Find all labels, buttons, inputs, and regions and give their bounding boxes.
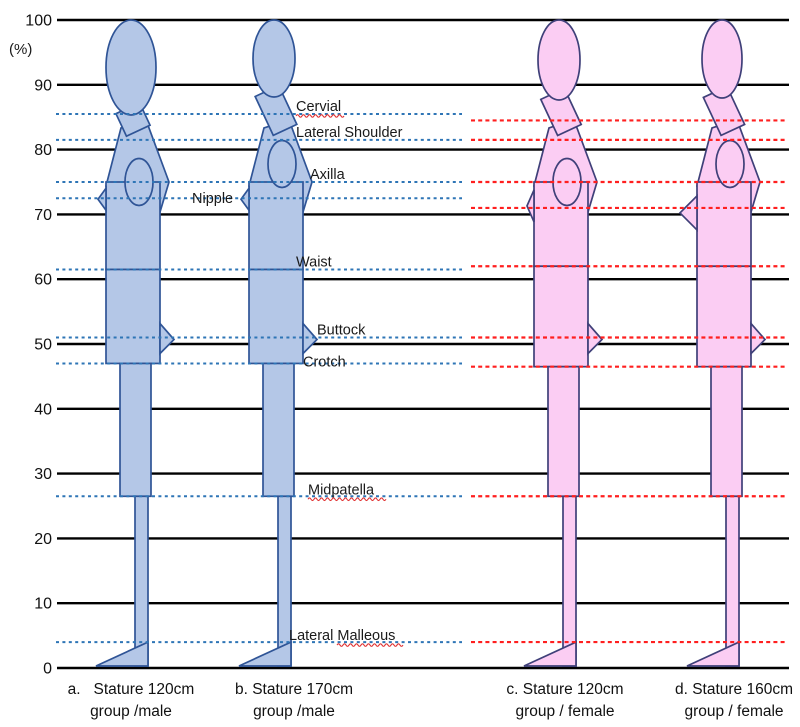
head-d	[701, 19, 743, 99]
torso-lower-b	[248, 268, 304, 365]
torso-lower-a	[105, 268, 161, 365]
nipple-marker-c	[526, 189, 535, 223]
buttock-marker-b	[302, 321, 319, 356]
landmark-label-nipple: Nipple	[192, 191, 233, 207]
arm-b	[267, 139, 297, 189]
landmark-label-lateral-shoulder: Lateral Shoulder	[296, 125, 403, 141]
shin-a	[134, 495, 149, 667]
figure-a-male	[95, 19, 176, 667]
thigh-a	[119, 362, 152, 498]
shin-c	[562, 495, 577, 667]
landmark-label-buttock: Buttock	[317, 323, 366, 339]
landmark-label-waist: Waist	[296, 254, 332, 270]
squiggle-lateral-malleous	[336, 643, 404, 647]
axis-unit-label: (%)	[9, 41, 32, 58]
axis-tick-100: 100	[25, 13, 52, 30]
caption-b-line1: b. Stature 170cm	[235, 681, 353, 698]
landmark-label-axilla: Axilla	[310, 167, 346, 183]
mannequin-figures	[95, 19, 767, 667]
gridlines	[57, 18, 789, 670]
foot-a	[95, 640, 149, 667]
axis-tick-30: 30	[34, 466, 52, 483]
torso-lower-d	[696, 265, 752, 368]
nipple-marker-d	[678, 193, 698, 232]
caption-a-line1: a. Stature 120cm	[68, 681, 195, 698]
caption-c-line2: group / female	[515, 703, 614, 720]
torso-upper-d	[696, 181, 752, 268]
arm-d	[715, 139, 745, 189]
head-a	[105, 19, 157, 116]
foot-b	[238, 640, 292, 667]
landmark-label-midpatella: Midpatella	[308, 482, 375, 498]
axis-tick-70: 70	[34, 207, 52, 224]
foot-c	[523, 640, 577, 667]
axis-tick-50: 50	[34, 337, 52, 354]
shin-d	[725, 495, 740, 667]
foot-d	[686, 640, 740, 667]
landmark-label-crotch: Crotch	[303, 354, 346, 370]
axis-tick-20: 20	[34, 531, 52, 548]
torso-lower-c	[533, 265, 589, 368]
head-b	[252, 19, 296, 98]
axis-tick-0: 0	[43, 661, 52, 678]
axis-tick-10: 10	[34, 596, 52, 613]
axis-tick-40: 40	[34, 401, 52, 418]
figure-c-female	[523, 19, 604, 667]
figure-captions: a. Stature 120cm group /male b. Stature 17…	[68, 681, 793, 720]
axis-tick-60: 60	[34, 272, 52, 289]
landmark-label-cervial: Cervial	[296, 99, 341, 115]
thigh-b	[262, 362, 295, 498]
torso-upper-b	[248, 181, 304, 271]
axis-tick-80: 80	[34, 142, 52, 159]
caption-c-line1: c. Stature 120cm	[506, 681, 623, 698]
thigh-c	[547, 365, 580, 498]
caption-b-line2: group /male	[253, 703, 335, 720]
squiggle-midpatella	[307, 497, 387, 502]
squiggle-cervial	[295, 114, 345, 118]
caption-a-line2: group /male	[90, 703, 172, 720]
figure-d-female	[678, 19, 767, 667]
caption-d-line2: group / female	[684, 703, 783, 720]
axis-tick-90: 90	[34, 77, 52, 94]
thigh-d	[710, 365, 743, 498]
figure-b-male	[238, 19, 319, 667]
caption-d-line1: d. Stature 160cm	[675, 681, 793, 698]
buttock-marker-d	[750, 321, 767, 356]
landmark-dashed-lines	[56, 112, 787, 644]
landmark-label-lateral-malleous: Lateral Malleous	[289, 628, 395, 644]
head-c	[537, 19, 581, 101]
